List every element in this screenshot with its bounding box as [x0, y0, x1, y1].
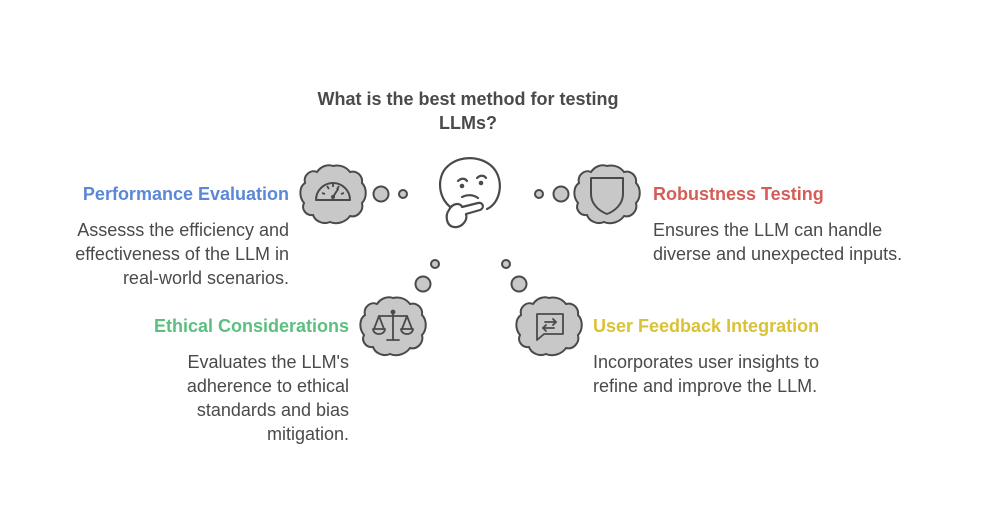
diagram-title: What is the best method for testing LLMs… — [317, 89, 619, 133]
feedback-description: Incorporates user insights to refine and… — [593, 352, 820, 396]
dot-bottomright-large — [510, 275, 528, 293]
robustness-description: Ensures the LLM can handle diverse and u… — [653, 220, 903, 264]
performance-heading: Performance Evaluation — [82, 184, 289, 204]
dot-right-large — [552, 185, 570, 203]
scales-icon — [359, 296, 427, 357]
robustness-heading: Robustness Testing — [653, 184, 824, 204]
thought-dots — [372, 185, 570, 293]
shield-icon — [573, 164, 641, 225]
dot-left-small — [398, 189, 408, 199]
dot-left-large — [372, 185, 390, 203]
performance-description: Assesss the efficiency and effectiveness… — [75, 220, 289, 288]
thinking-face-icon — [439, 157, 501, 229]
feedback-heading: User Feedback Integration — [593, 316, 820, 336]
dot-bottomleft-large — [414, 275, 432, 293]
dot-right-small — [534, 189, 544, 199]
ethical-heading: Ethical Considerations — [153, 316, 349, 336]
speedometer-icon — [299, 164, 367, 225]
dot-bottomleft-small — [430, 259, 440, 269]
dot-bottomright-small — [501, 259, 511, 269]
ethical-description: Evaluates the LLM's adherence to ethical… — [186, 352, 349, 444]
feedback-loop-icon — [515, 296, 583, 357]
